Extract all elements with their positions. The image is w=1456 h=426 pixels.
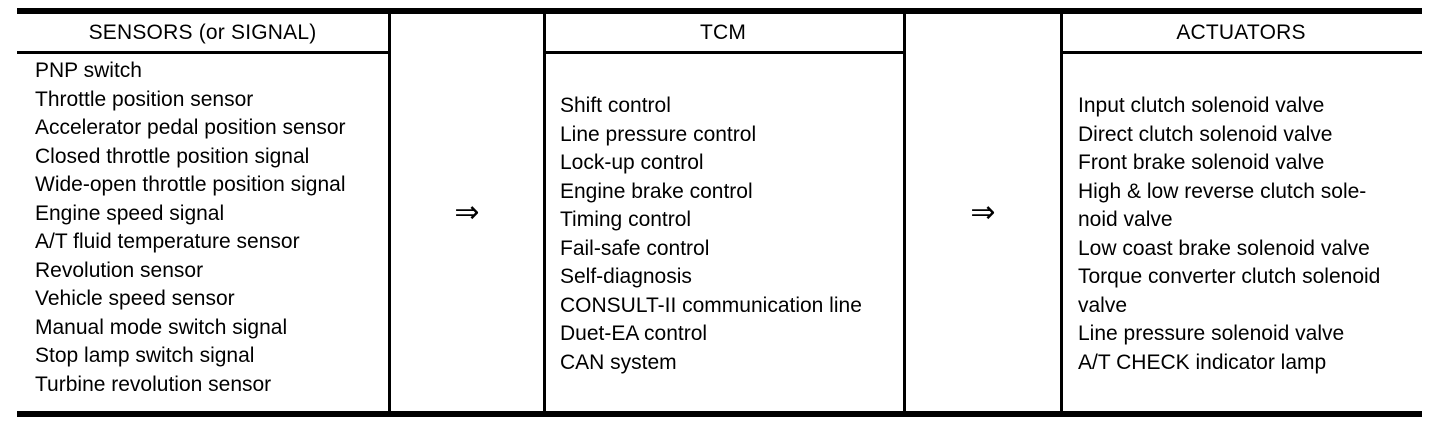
list-item: Low coast brake solenoid valve (1078, 236, 1370, 260)
list-item: Front brake solenoid valve (1078, 151, 1325, 174)
list-item: Throttle position sensor (35, 87, 254, 111)
column-header-sensors: SENSORS (or SIGNAL) (88, 21, 317, 44)
list-item: CONSULT-II communication line (560, 293, 862, 317)
list-item: Self-diagnosis (560, 265, 692, 288)
header-separator (1060, 51, 1422, 54)
list-item: Input clutch solenoid valve (1078, 94, 1325, 117)
list-item: Shift control (560, 94, 671, 117)
column-divider (1060, 8, 1063, 417)
list-item: Duet-EA control (560, 322, 708, 345)
list-item: Direct clutch solenoid valve (1078, 122, 1333, 146)
list-item: Lock-up control (560, 151, 704, 174)
list-item: Stop lamp switch signal (35, 344, 255, 367)
list-item: PNP switch (35, 59, 142, 82)
list-item: CAN system (560, 350, 677, 374)
column-divider (903, 8, 906, 417)
table-top-border (17, 8, 1422, 14)
column-header-tcm: TCM (699, 21, 747, 44)
list-item: Line pressure control (560, 122, 757, 146)
right-arrow-icon: ⇒ (970, 196, 996, 229)
list-item: Closed throttle position signal (35, 144, 310, 168)
list-item: A/T fluid temperature sensor (35, 230, 300, 253)
list-item: Accelerator pedal position sensor (35, 116, 346, 139)
header-separator (543, 51, 903, 54)
list-item: Line pressure solenoid valve (1078, 322, 1345, 345)
table-bottom-border (17, 411, 1422, 417)
list-item: Manual mode switch signal (35, 315, 288, 339)
list-item: noid valve (1078, 208, 1173, 231)
list-item: Vehicle speed sensor (35, 287, 235, 310)
right-arrow-icon: ⇒ (454, 196, 480, 229)
list-item: Wide-open throttle position signal (35, 173, 346, 196)
list-item: valve (1078, 293, 1128, 317)
list-item: Engine speed signal (35, 201, 225, 225)
column-divider (388, 8, 391, 417)
list-item: Torque converter clutch solenoid (1078, 265, 1381, 288)
list-item: A/T CHECK indicator lamp (1078, 350, 1327, 374)
list-item: Revolution sensor (35, 258, 204, 282)
list-item: High & low reverse clutch sole- (1078, 179, 1367, 203)
list-item: Timing control (560, 208, 692, 231)
header-separator (17, 51, 388, 54)
list-item: Turbine revolution sensor (35, 372, 272, 396)
list-item: Engine brake control (560, 179, 753, 203)
column-divider (543, 8, 546, 417)
list-item: Fail-safe control (560, 236, 710, 260)
column-header-actuators: ACTUATORS (1176, 21, 1306, 44)
